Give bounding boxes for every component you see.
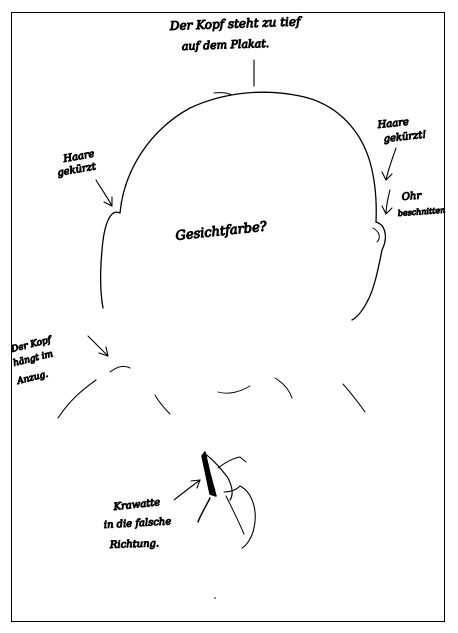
left-lapel-line (155, 395, 170, 414)
note-right-hair-line1: Haare (376, 117, 409, 131)
collar-tick-left (218, 457, 240, 468)
neck-line (218, 386, 250, 393)
note-tie-line3: Richtung. (109, 538, 160, 551)
note-ear-line1: Ohr (401, 191, 422, 203)
note-face-color: Gesichtfarbe? (175, 219, 269, 244)
note-head-line3: Anzug. (15, 370, 49, 388)
arrow-ear (382, 190, 392, 214)
arrow-right-hair (382, 148, 396, 180)
arrow-left-hair (96, 180, 112, 206)
tie-right-loop (240, 486, 255, 548)
note-tie-line2: in die falsche (104, 516, 172, 531)
right-collar-line (275, 378, 292, 398)
head-outline (120, 92, 376, 222)
right-ear-outline (352, 222, 385, 320)
right-lapel-line (343, 384, 365, 412)
forehead-stroke (214, 93, 232, 95)
tie-body (202, 452, 216, 496)
note-right-hair-line2: gekürzt! (383, 130, 427, 145)
tie-lower-blade (198, 498, 210, 522)
note-tie-line1: Krawatte (112, 497, 161, 513)
note-top-line2: auf dem Plakat. (182, 37, 270, 53)
arrow-head-in-suit (88, 336, 108, 356)
note-ear-line2: beschnitten (398, 206, 446, 218)
note-top-line1: Der Kopf steht zu tief (169, 14, 304, 33)
note-left-hair-line2: gekürzt (57, 161, 98, 179)
tie-diagonal (226, 496, 244, 534)
arrow-tie (174, 480, 200, 500)
left-shoulder-line (58, 380, 96, 418)
collar-tick-right (240, 457, 246, 462)
dot-mark (214, 597, 216, 599)
left-collar-line (110, 366, 130, 372)
right-ear-notch (373, 228, 379, 242)
left-ear-outline (101, 212, 120, 308)
